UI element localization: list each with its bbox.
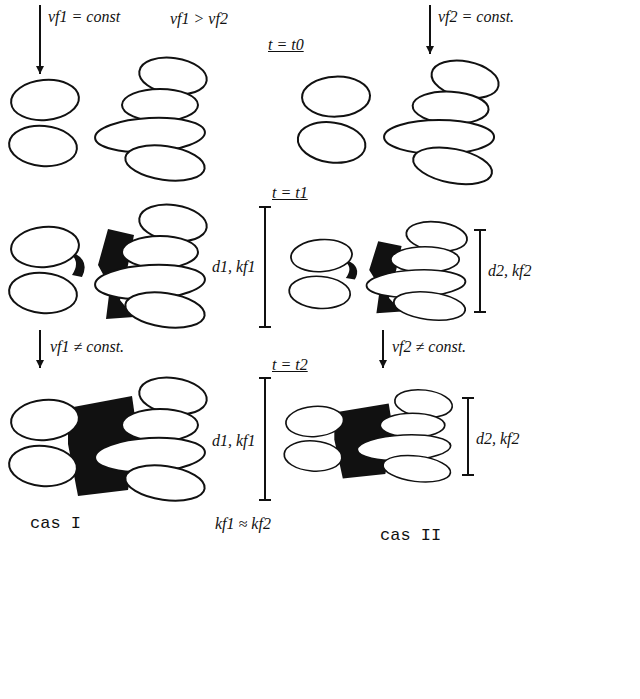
velocity-label: vf2 ≠ const. [392, 338, 466, 356]
dimension-label: d1, kf1 [212, 258, 256, 276]
comparison-label: vf1 > vf2 [170, 10, 228, 28]
flow-arrow [39, 5, 41, 74]
time-label: t = t2 [272, 356, 308, 374]
flow-arrow [429, 5, 431, 54]
velocity-label: vf1 = const [48, 8, 120, 26]
flow-arrow [382, 330, 384, 368]
comparison-label: kf1 ≈ kf2 [215, 515, 271, 533]
dimension-label: d2, kf2 [476, 430, 520, 448]
dimension-label: d2, kf2 [488, 262, 532, 280]
dimension-bar [259, 207, 486, 327]
dimension-label: d1, kf1 [212, 432, 256, 450]
velocity-label: vf1 ≠ const. [50, 338, 124, 356]
case-label: cas I [30, 515, 81, 534]
case-label: cas II [380, 527, 441, 546]
flow-arrow [39, 330, 41, 368]
time-label: t = t0 [268, 36, 304, 54]
dimension-bar [259, 378, 474, 500]
velocity-label: vf2 = const. [438, 8, 514, 26]
time-label: t = t1 [272, 184, 308, 202]
